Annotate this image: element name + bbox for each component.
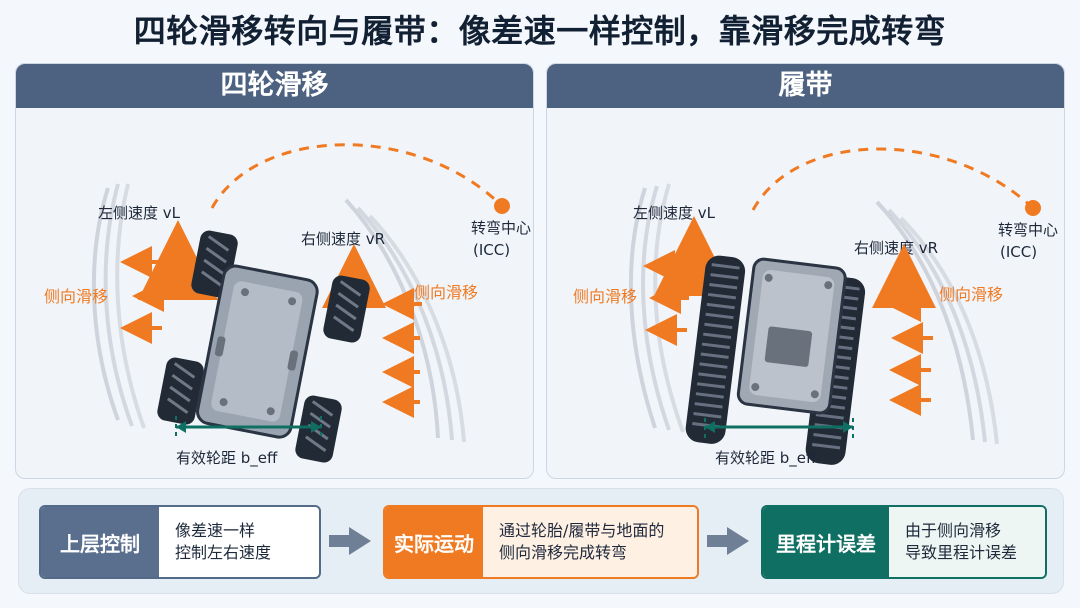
turning-path-track [751, 147, 1035, 211]
right-speed-label: 右侧速度 vR [301, 230, 385, 248]
flow-summary: 上层控制 像差速一样 控制左右速度 实际运动 通过轮胎/履带与地面的 侧向滑移完… [18, 488, 1064, 594]
flow-arrow-1 [329, 527, 371, 555]
right-track [805, 276, 866, 465]
right-speed-label-track: 右侧速度 vR [854, 239, 938, 257]
wheelbase-label-track: 有效轮距 b_eff [715, 449, 817, 468]
robot-body-track [736, 257, 847, 415]
wheel-top-right [323, 275, 370, 343]
turning-path [210, 143, 504, 209]
left-speed-label-track: 左侧速度 vL [633, 204, 716, 222]
flow-step-upper-control: 上层控制 像差速一样 控制左右速度 [39, 505, 321, 579]
page-title: 四轮滑移转向与履带：像差速一样控制，靠滑移完成转弯 [133, 12, 947, 50]
left-side-slip-arrows-track [643, 250, 689, 346]
flow-step-upper-control-desc: 像差速一样 控制左右速度 [175, 521, 272, 562]
icc-point [494, 198, 510, 214]
left-side-slip-label-track: 侧向滑移 [573, 287, 637, 306]
four-wheel-header: 四轮滑移 [16, 64, 533, 108]
track-diagram: 转弯中心 (ICC) 左侧速度 vL 右侧速度 vR 侧向滑 [573, 147, 1058, 468]
left-side-slip-label: 侧向滑移 [44, 287, 108, 306]
flow-step-upper-control-label: 上层控制 [41, 507, 159, 577]
four-wheel-diagram: 转弯中心 (ICC) 左侧速度 vL 右侧速度 vR [44, 143, 531, 468]
left-track [685, 255, 746, 444]
icc-label-line2: (ICC) [473, 241, 510, 259]
robot-body-left [196, 264, 319, 439]
track-panel: 履带 转弯中心 (ICC) 左侧速度 vL 右侧速度 vR [546, 63, 1065, 479]
ground-tracks-left [91, 183, 466, 443]
wheelbase-label: 有效轮距 b_eff [176, 449, 278, 468]
wheel-bottom-left [157, 357, 204, 425]
left-side-slip-arrows [120, 246, 172, 344]
flow-arrow-2 [707, 527, 749, 555]
flow-step-odometry-error: 里程计误差 由于侧向滑移 导致里程计误差 [761, 505, 1047, 579]
flow-step-odometry-error-desc: 由于侧向滑移 导致里程计误差 [889, 507, 1045, 577]
right-side-slip-arrows [382, 288, 422, 418]
four-wheel-panel: 四轮滑移 转弯中心 (ICC) 左侧速度 vL 右侧速度 vR [15, 63, 534, 479]
icc-point-track [1025, 200, 1041, 216]
right-side-slip-label: 侧向滑移 [414, 283, 478, 302]
flow-step-actual-motion-label: 实际运动 [385, 507, 483, 577]
left-speed-label: 左侧速度 vL [98, 204, 181, 222]
flow-step-actual-motion: 实际运动 通过轮胎/履带与地面的 侧向滑移完成转弯 [383, 505, 699, 579]
flow-step-odometry-error-label: 里程计误差 [763, 507, 889, 577]
right-side-slip-label-track: 侧向滑移 [939, 285, 1003, 304]
wheel-bottom-right [295, 395, 342, 463]
icc-label-line1: 转弯中心 [471, 219, 531, 237]
icc-label-line1-track: 转弯中心 [998, 221, 1058, 239]
track-header: 履带 [547, 64, 1064, 108]
flow-step-actual-motion-desc: 通过轮胎/履带与地面的 侧向滑移完成转弯 [483, 507, 697, 577]
right-side-slip-arrows-track [889, 290, 933, 416]
icc-label-line2-track: (ICC) [1000, 243, 1037, 261]
